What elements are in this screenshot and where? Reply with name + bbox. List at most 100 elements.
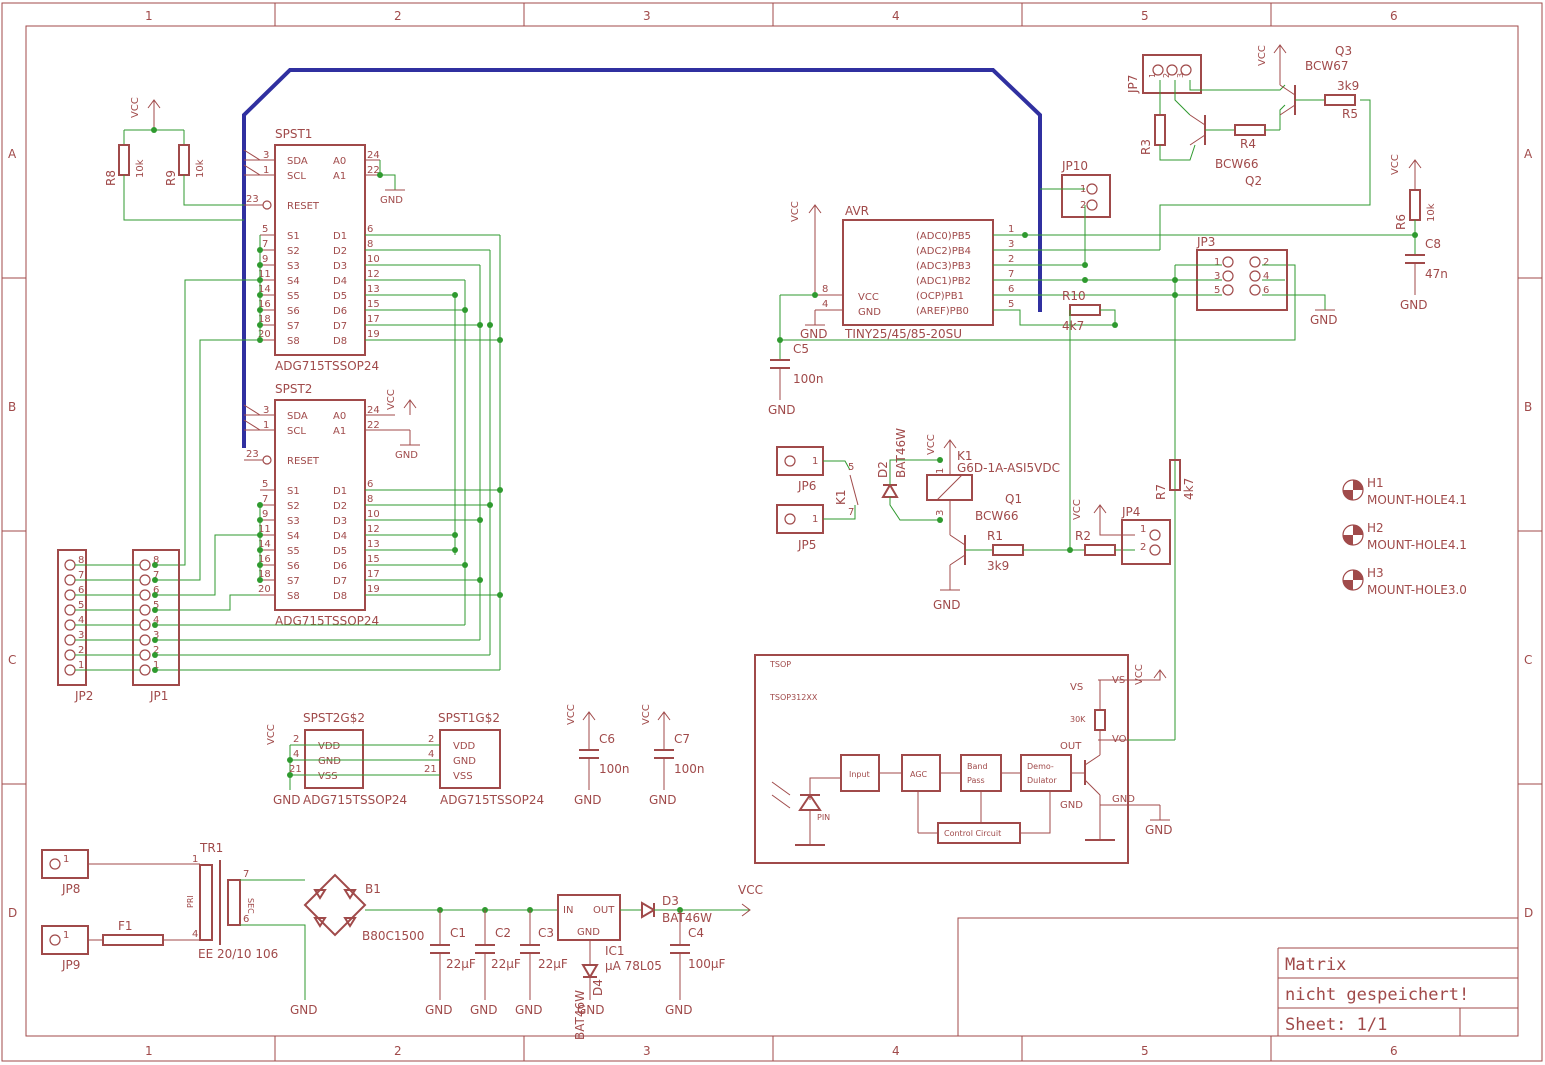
svg-text:S2: S2: [287, 246, 300, 257]
svg-text:16: 16: [258, 299, 271, 310]
svg-text:VCC: VCC: [130, 97, 141, 118]
svg-text:21: 21: [424, 764, 437, 775]
svg-text:2: 2: [394, 1044, 402, 1058]
svg-text:EE 20/10 106: EE 20/10 106: [198, 947, 278, 961]
svg-text:BCW66: BCW66: [1215, 157, 1259, 171]
svg-text:7: 7: [153, 570, 159, 581]
svg-text:S3: S3: [287, 261, 300, 272]
svg-text:11: 11: [258, 524, 271, 535]
title-block: Matrix nicht gespeichert! Sheet: 1/1: [957, 917, 1519, 1037]
svg-text:R6: R6: [1394, 214, 1408, 230]
svg-text:6: 6: [1008, 284, 1014, 295]
svg-text:VCC: VCC: [641, 704, 652, 725]
svg-text:GND: GND: [577, 927, 600, 938]
svg-text:TR1: TR1: [199, 841, 223, 855]
svg-text:GND: GND: [665, 1003, 693, 1017]
avr-microcontroller: AVR TINY25/45/85-20SU VCC GND (ADC0)PB5 …: [780, 99, 1415, 341]
svg-text:20: 20: [258, 584, 271, 595]
svg-text:OUT: OUT: [1060, 741, 1082, 752]
svg-text:D3: D3: [662, 894, 679, 908]
svg-text:D4: D4: [333, 531, 347, 542]
svg-text:GND: GND: [395, 450, 418, 461]
jp10-header: 12 JP10: [1040, 159, 1111, 283]
svg-text:4: 4: [892, 1044, 900, 1058]
svg-text:D6: D6: [333, 306, 347, 317]
svg-text:Q2: Q2: [1245, 174, 1262, 188]
svg-text:(ADC2)PB4: (ADC2)PB4: [916, 246, 971, 257]
svg-text:GND: GND: [577, 1003, 605, 1017]
svg-text:GND: GND: [1145, 823, 1173, 837]
svg-text:BCW67: BCW67: [1305, 59, 1349, 73]
svg-text:1: 1: [192, 854, 198, 865]
svg-text:JP2: JP2: [74, 689, 93, 703]
svg-text:100µF: 100µF: [688, 957, 726, 971]
svg-text:SCL: SCL: [287, 171, 306, 182]
svg-text:AVR: AVR: [845, 204, 869, 218]
sheet-text: Sheet: 1/1: [1285, 1015, 1387, 1035]
svg-text:D8: D8: [333, 591, 347, 602]
svg-text:R7: R7: [1154, 484, 1168, 500]
svg-text:3k9: 3k9: [1337, 79, 1359, 93]
svg-text:8: 8: [153, 555, 159, 566]
svg-text:RESET: RESET: [287, 201, 320, 212]
svg-text:100n: 100n: [599, 762, 630, 776]
svg-text:3: 3: [1176, 73, 1185, 78]
svg-text:D1: D1: [333, 486, 347, 497]
svg-text:S5: S5: [287, 546, 300, 557]
svg-text:S8: S8: [287, 336, 300, 347]
svg-text:8: 8: [822, 284, 828, 295]
pullup-resistors: VCC R8 10k R9 10k: [104, 97, 244, 221]
svg-text:22: 22: [367, 165, 380, 176]
svg-text:VCC: VCC: [1134, 664, 1145, 685]
jp5-header: 1 JP5: [776, 504, 856, 552]
svg-text:23: 23: [246, 194, 259, 205]
svg-text:9: 9: [262, 254, 268, 265]
svg-text:VSS: VSS: [318, 771, 338, 782]
i2c-bus: [242, 68, 1042, 448]
d3-diode: D3 BAT46W VCC: [620, 883, 763, 925]
svg-text:AGC: AGC: [910, 770, 928, 779]
svg-text:47n: 47n: [1425, 267, 1448, 281]
svg-text:Control Circuit: Control Circuit: [944, 829, 1001, 838]
svg-text:1: 1: [263, 420, 269, 431]
svg-text:B80C1500: B80C1500: [362, 929, 424, 943]
svg-text:22µF: 22µF: [491, 957, 521, 971]
svg-text:2: 2: [1008, 254, 1014, 265]
q3-transistor: VCC Q3 BCW67 3k9 R5: [1257, 44, 1359, 121]
svg-text:GND: GND: [273, 793, 301, 807]
svg-text:GND: GND: [290, 1003, 318, 1017]
svg-text:17: 17: [367, 314, 380, 325]
svg-text:BAT46W: BAT46W: [894, 428, 908, 478]
svg-text:12: 12: [367, 524, 380, 535]
svg-text:8: 8: [367, 239, 373, 250]
svg-text:VCC: VCC: [1390, 154, 1401, 175]
svg-text:VCC: VCC: [566, 704, 577, 725]
svg-text:S7: S7: [287, 321, 300, 332]
svg-text:1: 1: [153, 660, 159, 671]
svg-text:SEC: SEC: [246, 898, 255, 914]
svg-text:JP3: JP3: [1196, 235, 1215, 249]
svg-text:1: 1: [263, 165, 269, 176]
svg-text:GND: GND: [318, 756, 341, 767]
svg-text:PIN: PIN: [817, 813, 830, 822]
svg-text:4: 4: [822, 299, 828, 310]
d-bus-wires: [155, 235, 503, 671]
mount-hole-h2: H2 MOUNT-HOLE4.1: [1342, 521, 1467, 552]
svg-text:G6D-1A-ASI5VDC: G6D-1A-ASI5VDC: [957, 461, 1060, 475]
svg-text:(ADC3)PB3: (ADC3)PB3: [916, 261, 971, 272]
status-text: nicht gespeichert!: [1285, 985, 1469, 1005]
svg-text:13: 13: [367, 284, 380, 295]
svg-text:1: 1: [812, 456, 818, 467]
relay-k1: VCC K1 G6D-1A-ASI5VDC 1 3: [926, 434, 1060, 535]
svg-text:C: C: [8, 653, 16, 667]
svg-text:4: 4: [78, 615, 84, 626]
svg-text:4: 4: [293, 749, 299, 760]
svg-text:Band: Band: [967, 762, 988, 771]
svg-text:20: 20: [258, 329, 271, 340]
svg-text:(AREF)PB0: (AREF)PB0: [916, 306, 969, 317]
svg-text:3: 3: [153, 630, 159, 641]
svg-text:14: 14: [258, 539, 271, 550]
